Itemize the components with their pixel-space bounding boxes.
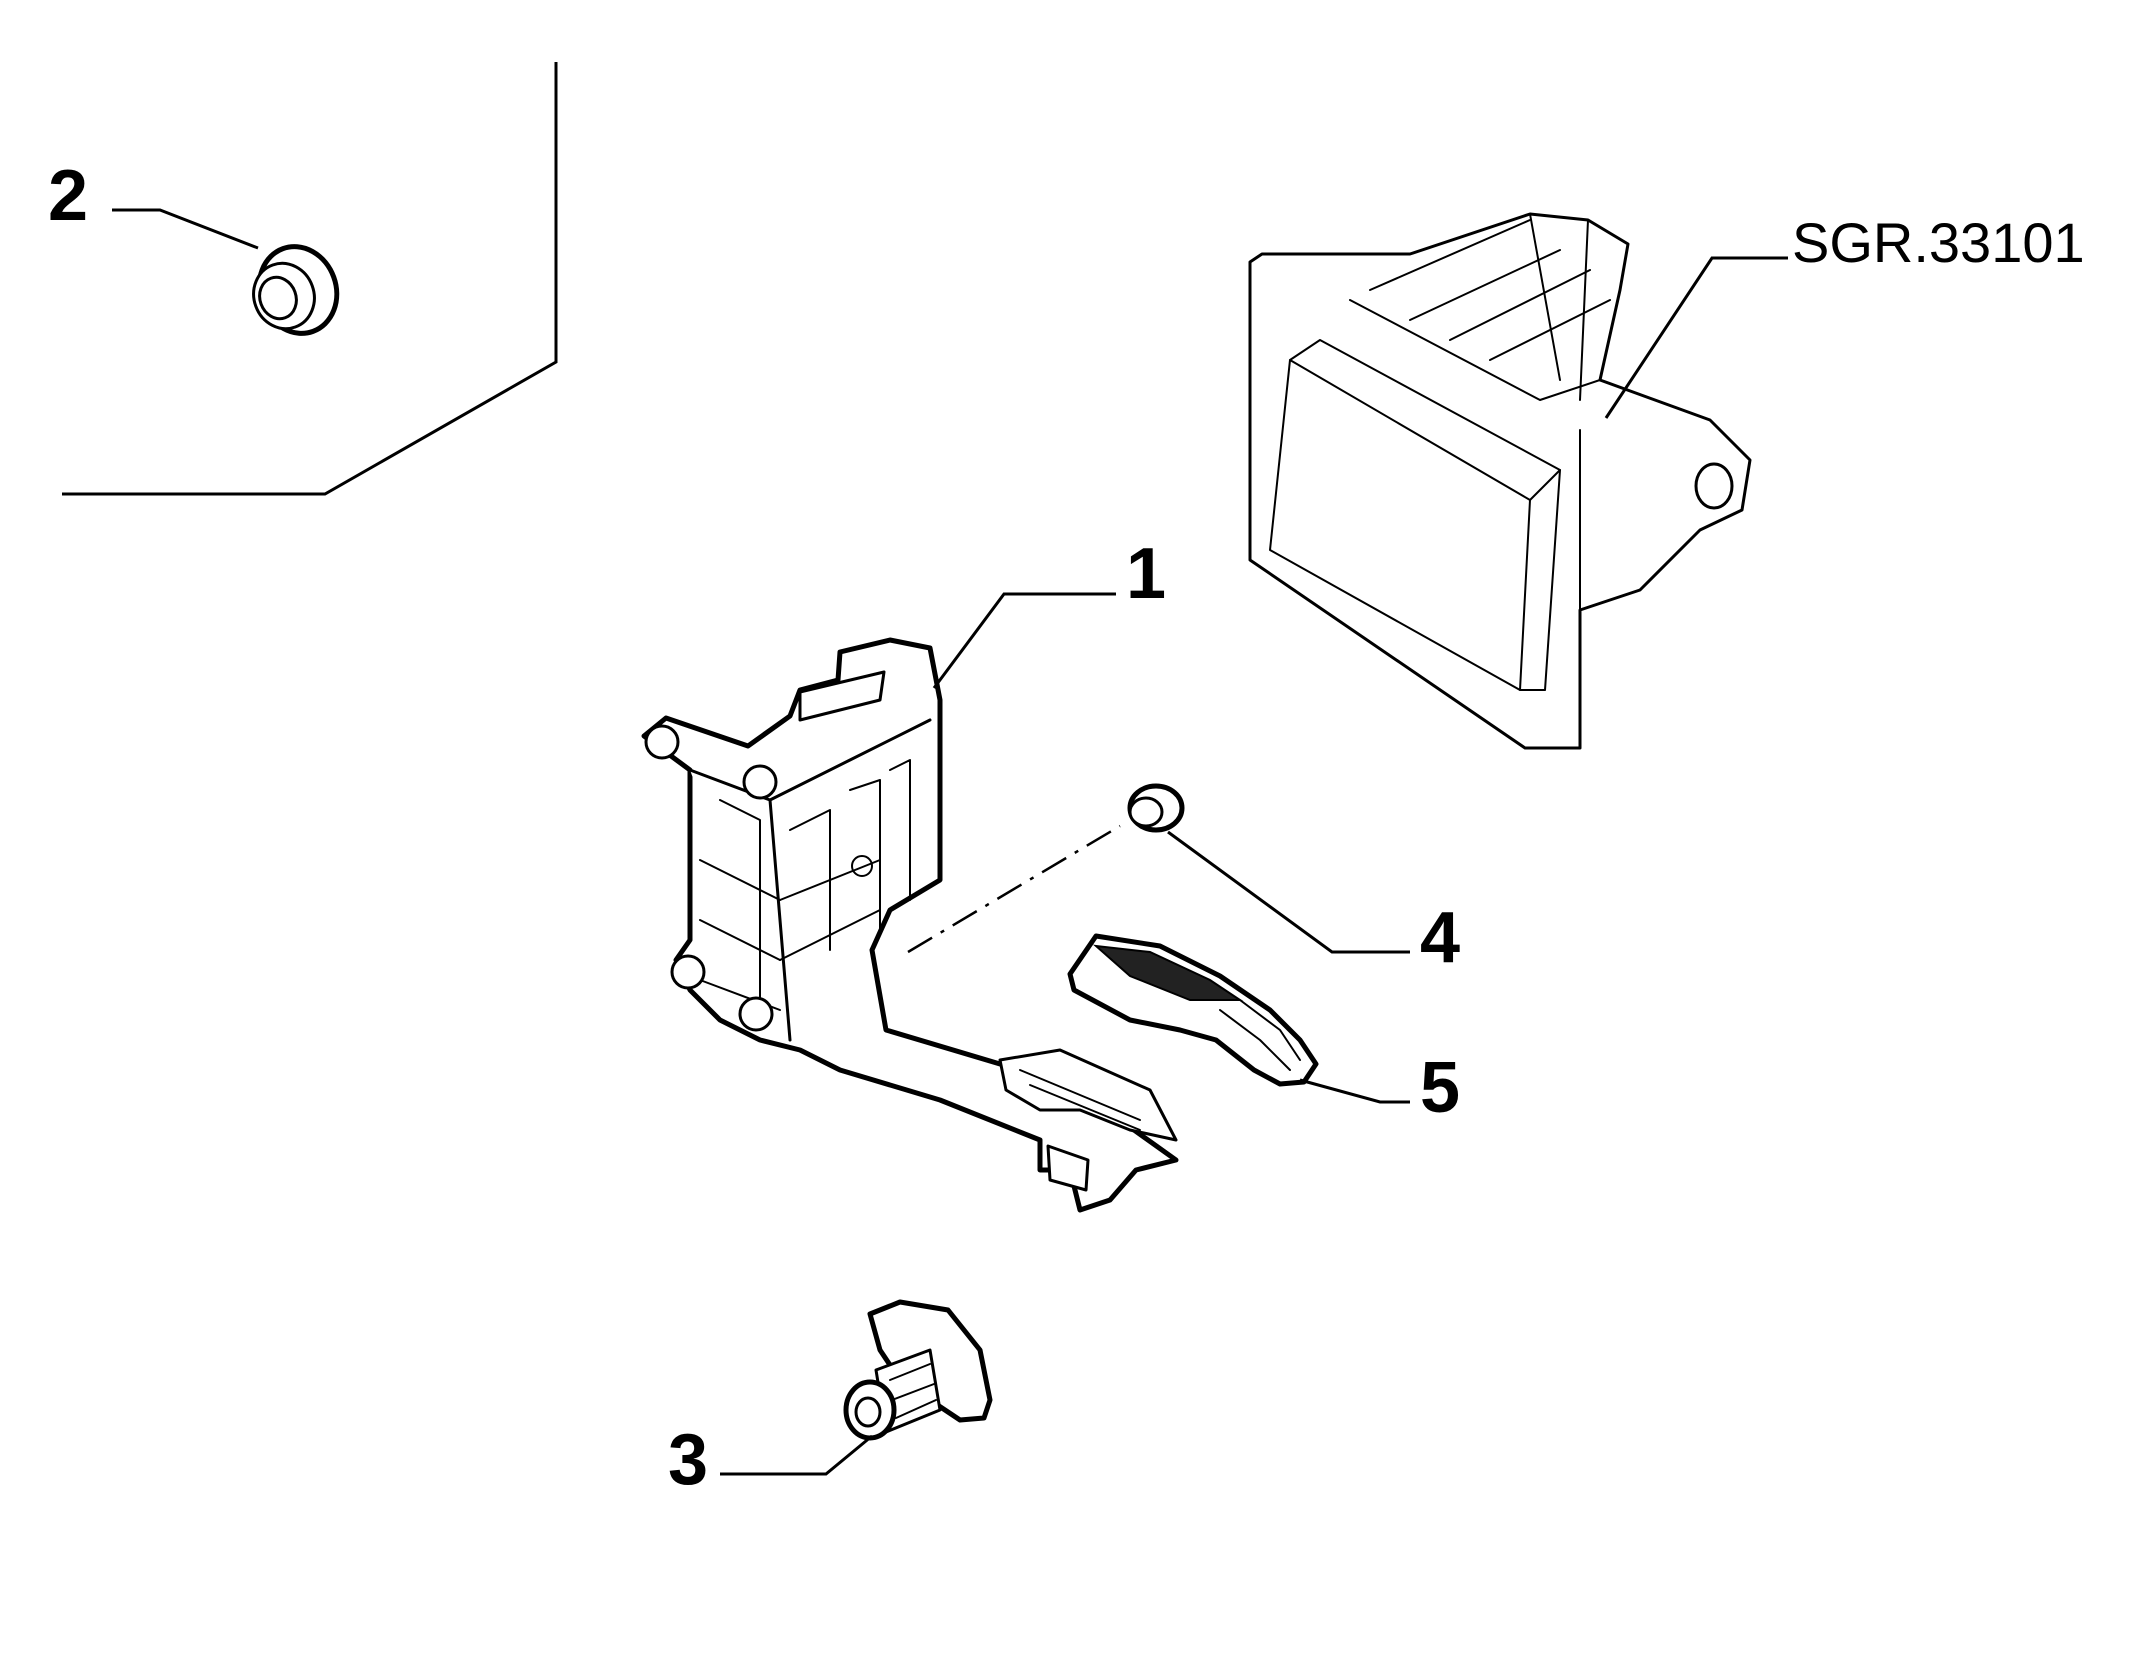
bracket-assembly xyxy=(1248,212,1752,750)
assembly-axis xyxy=(907,824,1121,954)
leader-5 xyxy=(1299,1078,1410,1104)
leader-sgr xyxy=(1604,256,1788,419)
reference-code: SGR.33101 xyxy=(1792,211,2085,274)
callout-3: 3 xyxy=(668,1420,708,1500)
part-3-push-clip xyxy=(843,1299,993,1441)
callout-1: 1 xyxy=(1126,534,1166,614)
leader-4 xyxy=(1167,830,1410,954)
leader-2 xyxy=(112,208,259,250)
leader-3 xyxy=(720,1434,873,1476)
leader-1 xyxy=(932,592,1116,689)
callout-2: 2 xyxy=(48,156,88,236)
inset-frame xyxy=(62,62,558,496)
part-5-pedal-pad xyxy=(1067,933,1319,1087)
part-2-grommet xyxy=(252,244,340,336)
callout-5: 5 xyxy=(1420,1048,1460,1128)
part-1-pedal-assembly xyxy=(641,637,1179,1213)
part-4-nut xyxy=(1127,783,1185,833)
callout-4: 4 xyxy=(1420,898,1460,978)
